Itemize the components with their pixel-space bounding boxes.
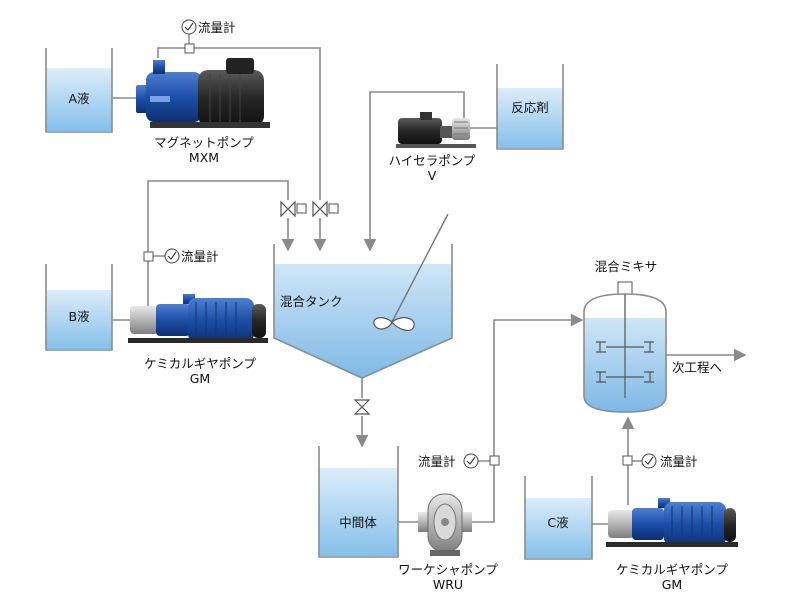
mixer: 混合ミキサ xyxy=(583,259,667,413)
high-cera-pump-model: V xyxy=(428,168,437,183)
impeller-icon xyxy=(373,317,415,331)
chemical-gear-pump-c[interactable] xyxy=(606,498,738,547)
high-cera-pump-v[interactable] xyxy=(396,112,476,148)
chemical-gear-pump-b-model: GM xyxy=(190,371,210,386)
mixing-tank-label: 混合タンク xyxy=(280,294,343,309)
tank-intermediate-label: 中間体 xyxy=(339,515,377,530)
tank-reagent-label: 反応剤 xyxy=(511,100,549,115)
flowmeter-b-label: 流量計 xyxy=(181,249,219,264)
next-process-label: 次工程へ xyxy=(672,360,722,375)
tank-b-label: B液 xyxy=(68,309,90,324)
wru-pump-model: WRU xyxy=(433,577,463,592)
mixer-label: 混合ミキサ xyxy=(595,259,658,274)
wru-pump[interactable] xyxy=(418,493,472,556)
mixing-tank: 混合タンク xyxy=(273,213,453,379)
flowmeter-c-label: 流量計 xyxy=(660,454,698,469)
tank-c-label: C液 xyxy=(547,515,569,530)
wru-pump-name: ワーケシャポンプ xyxy=(398,562,498,577)
flowmeter-a-label: 流量計 xyxy=(198,20,236,35)
tank-b: B液 xyxy=(45,264,113,351)
tank-a: A液 xyxy=(45,48,113,133)
tank-a-label: A液 xyxy=(68,91,90,106)
high-cera-pump-name: ハイセラポンプ xyxy=(389,153,476,168)
chemical-gear-pump-b[interactable] xyxy=(128,294,268,343)
chemical-gear-pump-b-name: ケミカルギヤポンプ xyxy=(144,356,256,371)
flowmeter-wru-label: 流量計 xyxy=(418,454,456,469)
tank-reagent: 反応剤 xyxy=(496,64,564,150)
flowmeter-a: 流量計 xyxy=(181,19,236,54)
chemical-gear-pump-c-name: ケミカルギヤポンプ xyxy=(616,562,728,577)
chemical-gear-pump-c-model: GM xyxy=(662,577,682,592)
flowmeter-b: 流量計 xyxy=(143,248,219,264)
magnet-pump-name: マグネットポンプ xyxy=(154,135,254,150)
valve-b-line[interactable] xyxy=(280,200,307,218)
flowmeter-wru: 流量計 xyxy=(418,453,500,469)
valve-tank-outlet[interactable] xyxy=(353,399,371,415)
tank-intermediate: 中間体 xyxy=(318,446,399,558)
magnet-pump-mxm[interactable] xyxy=(136,58,270,128)
magnet-pump-model: MXM xyxy=(189,150,219,165)
valve-a-line[interactable] xyxy=(312,200,339,218)
tank-c: C液 xyxy=(524,476,593,560)
flowmeter-c: 流量計 xyxy=(622,453,698,469)
